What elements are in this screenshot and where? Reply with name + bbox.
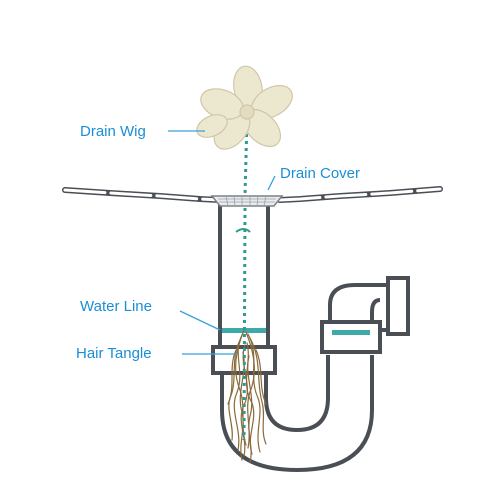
wig-chain: [235, 119, 251, 441]
drain-pipe: [211, 205, 410, 473]
label-hair-tangle: Hair Tangle: [76, 345, 152, 362]
label-water-line: Water Line: [80, 298, 152, 315]
label-drain-cover: Drain Cover: [280, 165, 360, 182]
drain-cover-grate: [210, 195, 284, 207]
label-drain-wig: Drain Wig: [80, 123, 146, 140]
leader-water-line: [179, 310, 221, 331]
sink-basin: [62, 186, 443, 203]
pipe-u-bend: [220, 355, 374, 473]
leader-lines: [168, 130, 276, 355]
leader-drain-cover: [267, 175, 276, 191]
pipe-tailpiece: [218, 205, 270, 350]
pipe-outlet-arm: [328, 283, 392, 332]
flower-center: [239, 104, 255, 120]
pipe-right-coupling: [320, 320, 382, 354]
water-surface-right: [332, 330, 370, 335]
pipe-outlet-end: [386, 276, 410, 336]
drain-wig-flower: [196, 65, 293, 150]
drain-cover: [210, 195, 284, 207]
